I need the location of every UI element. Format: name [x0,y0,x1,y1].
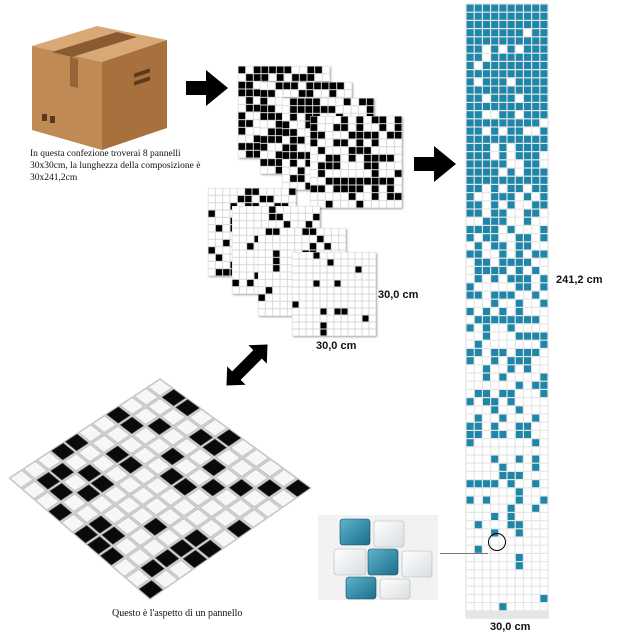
panel-caption: Questo è l'aspetto di un pannello [112,608,243,619]
arrow-right-icon [414,146,456,182]
strip-width-label: 30,0 cm [490,621,531,633]
zoom-circle [488,533,506,551]
arrow-right-icon [186,70,228,106]
tile-closeup-image [318,515,438,600]
composition-strip [466,4,548,618]
mosaic-panel-dark [310,116,402,208]
mosaic-panel-perspective [0,370,320,605]
double-arrow-icon [218,336,276,394]
panel-width-label: 30,0 cm [316,340,357,352]
package-caption: In questa confezione troverai 8 pannelli… [30,149,201,183]
mosaic-panel-light [292,252,376,336]
strip-length-label: 241,2 cm [556,274,603,286]
zoom-line [440,553,488,554]
cardboard-box-image [22,18,172,153]
panel-height-label: 30,0 cm [378,289,419,301]
